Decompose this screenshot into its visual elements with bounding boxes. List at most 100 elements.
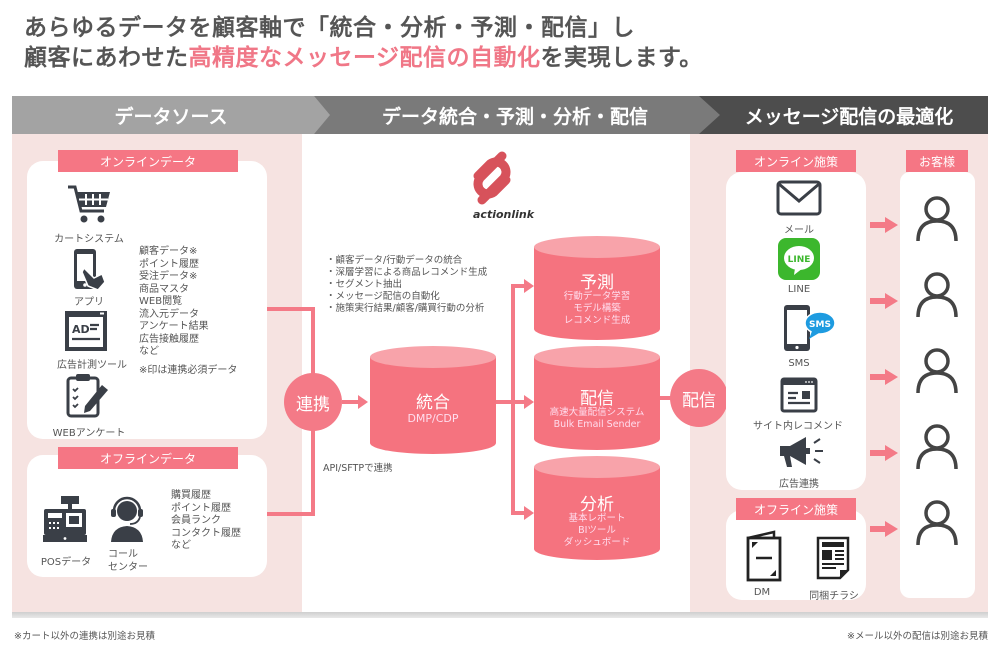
module-sub: 行動データ学習 モデル構築 レコメンド生成 <box>534 291 660 327</box>
channel-label-flyer: 同梱チラシ <box>809 591 859 602</box>
online-measures-tag: オンライン施策 <box>736 150 856 172</box>
source-label-cart: カートシステム <box>54 234 124 245</box>
online-data-item: アンケート結果 <box>139 321 209 332</box>
connector-to-analyze <box>511 511 525 515</box>
feature-item: ・メッセージ配信の自動化 <box>326 291 440 302</box>
headline-line-1: あらゆるデータを顧客軸で「統合・分析・予測・配信」し <box>24 15 635 41</box>
channel-label-sms: SMS <box>788 358 810 369</box>
headline-line-2-pre: 顧客にあわせた <box>24 45 189 71</box>
headline-highlight: 高精度なメッセージ配信の自動化 <box>188 45 541 71</box>
module-sub: 基本レポート BIツール ダッシュボード <box>534 513 660 549</box>
module-predict: 予測 行動データ学習 モデル構築 レコメンド生成 <box>534 236 660 340</box>
online-data-item: 広告接触履歴 <box>139 333 199 345</box>
megaphone-icon <box>778 435 826 469</box>
offline-data-item: など <box>171 540 191 551</box>
hub-cylinder: 統合 DMP/CDP <box>370 346 496 454</box>
module-sub-line: 高速大量配信システム <box>549 407 645 418</box>
connector-online <box>267 307 314 311</box>
site-recommend-icon <box>780 377 818 413</box>
module-sub-line: Bulk Email Sender <box>553 419 641 430</box>
pos-register-icon <box>42 495 88 543</box>
actionlink-logo-text: actionlink <box>473 208 535 221</box>
mail-icon <box>776 180 822 216</box>
api-note: API/SFTPで連携 <box>323 463 393 474</box>
footnote-left: ※カート以外の連携は別途お見積 <box>14 631 155 642</box>
footnote-right: ※メール以外の配信は別途お見積 <box>847 631 988 642</box>
module-analyze: 分析 基本レポート BIツール ダッシュボード <box>534 456 660 560</box>
connector-to-predict <box>511 284 525 288</box>
customer-person-icon <box>914 195 960 243</box>
online-data-item: 顧客データ※ <box>139 246 198 257</box>
connector-to-hub <box>342 400 362 404</box>
customer-arrow-icon <box>870 369 898 389</box>
online-data-item: 流入元データ <box>139 308 199 320</box>
connector-modules-vertical <box>511 284 515 514</box>
customer-arrow-icon <box>870 521 898 541</box>
channel-label-site-recommend: サイト内レコメンド <box>753 421 843 432</box>
channel-label-dm: DM <box>753 587 771 598</box>
headline-line-2-post: を実現します。 <box>540 45 703 71</box>
baseline-shadow <box>12 612 988 618</box>
customers-tag: お客様 <box>906 150 968 172</box>
online-data-item: 受注データ※ <box>139 271 198 282</box>
arrow-head-icon <box>524 279 534 293</box>
module-sub: 高速大量配信システム Bulk Email Sender <box>534 407 660 431</box>
offline-data-item: 購買履歴 <box>171 490 211 501</box>
customer-person-icon <box>914 271 960 319</box>
source-label-call-center: コール センター <box>108 549 148 574</box>
headline-line-2: 顧客にあわせた高精度なメッセージ配信の自動化を実現します。 <box>24 38 703 72</box>
customers-panel <box>900 172 975 598</box>
module-deliver: 配信 高速大量配信システム Bulk Email Sender <box>534 346 660 450</box>
smartphone-tap-icon <box>72 248 108 292</box>
online-data-item: など <box>139 346 159 357</box>
source-label-ad-tool: 広告計測ツール <box>57 360 127 371</box>
customer-person-icon <box>914 347 960 395</box>
customer-person-icon <box>914 499 960 547</box>
sms-phone-icon: SMS <box>782 303 838 353</box>
ad-window-icon: AD <box>64 310 108 352</box>
module-title: 分析 <box>580 495 614 515</box>
online-data-item: WEB閲覧 <box>139 296 183 307</box>
feature-item: ・セグメント抽出 <box>326 279 403 290</box>
feature-item: ・施策実行結果/顧客/購買行動の分析 <box>326 303 485 314</box>
online-data-tag: オンラインデータ <box>58 150 238 172</box>
customer-arrow-icon <box>870 293 898 313</box>
module-sub-line: BIツール <box>578 525 616 536</box>
module-title: 予測 <box>580 273 614 293</box>
module-sub-line: ダッシュボード <box>563 537 631 548</box>
arrow-head-icon <box>524 506 534 520</box>
offline-data-item: コンタクト履歴 <box>171 527 241 539</box>
link-circle: 連携 <box>284 373 342 431</box>
module-title: 配信 <box>580 389 614 409</box>
offline-data-item: ポイント履歴 <box>171 502 231 514</box>
connector-to-deliver <box>511 400 525 404</box>
header-optimization: メッセージ配信の最適化 <box>694 96 988 134</box>
connector-hub-out <box>496 400 513 404</box>
module-sub-line: レコメンド生成 <box>563 315 631 326</box>
call-center-label-line: センター <box>108 561 148 573</box>
header-integration: データ統合・予測・分析・配信 <box>300 96 720 134</box>
line-icon-text: LINE <box>788 255 811 265</box>
call-center-label-line: コール <box>108 549 138 560</box>
header-data-source: データソース <box>12 96 330 134</box>
channel-label-mail: メール <box>784 225 814 236</box>
offline-data-item: 会員ランク <box>171 515 221 526</box>
arrow-head-icon <box>524 395 534 409</box>
cart-icon <box>66 183 112 227</box>
dm-leaflet-icon <box>744 530 784 582</box>
customer-person-icon <box>914 423 960 471</box>
source-label-survey: WEBアンケート <box>52 428 126 439</box>
sms-icon-text: SMS <box>809 320 831 330</box>
hub-subtitle: DMP/CDP <box>407 412 459 425</box>
source-label-app: アプリ <box>74 297 104 308</box>
module-sub-line: 行動データ学習 <box>563 291 631 302</box>
hub-title: 統合 <box>416 393 450 413</box>
channel-label-line: LINE <box>787 284 811 295</box>
connector-deliver-out <box>660 396 674 400</box>
call-center-icon <box>108 496 146 542</box>
offline-data-items: 購買履歴 ポイント履歴 会員ランク コンタクト履歴 など <box>171 490 241 553</box>
feature-item: ・深層学習による商品レコメンド生成 <box>326 267 488 278</box>
source-label-pos: POSデータ <box>40 557 92 568</box>
arrow-head-icon <box>358 395 368 409</box>
deliver-circle: 配信 <box>670 369 728 427</box>
